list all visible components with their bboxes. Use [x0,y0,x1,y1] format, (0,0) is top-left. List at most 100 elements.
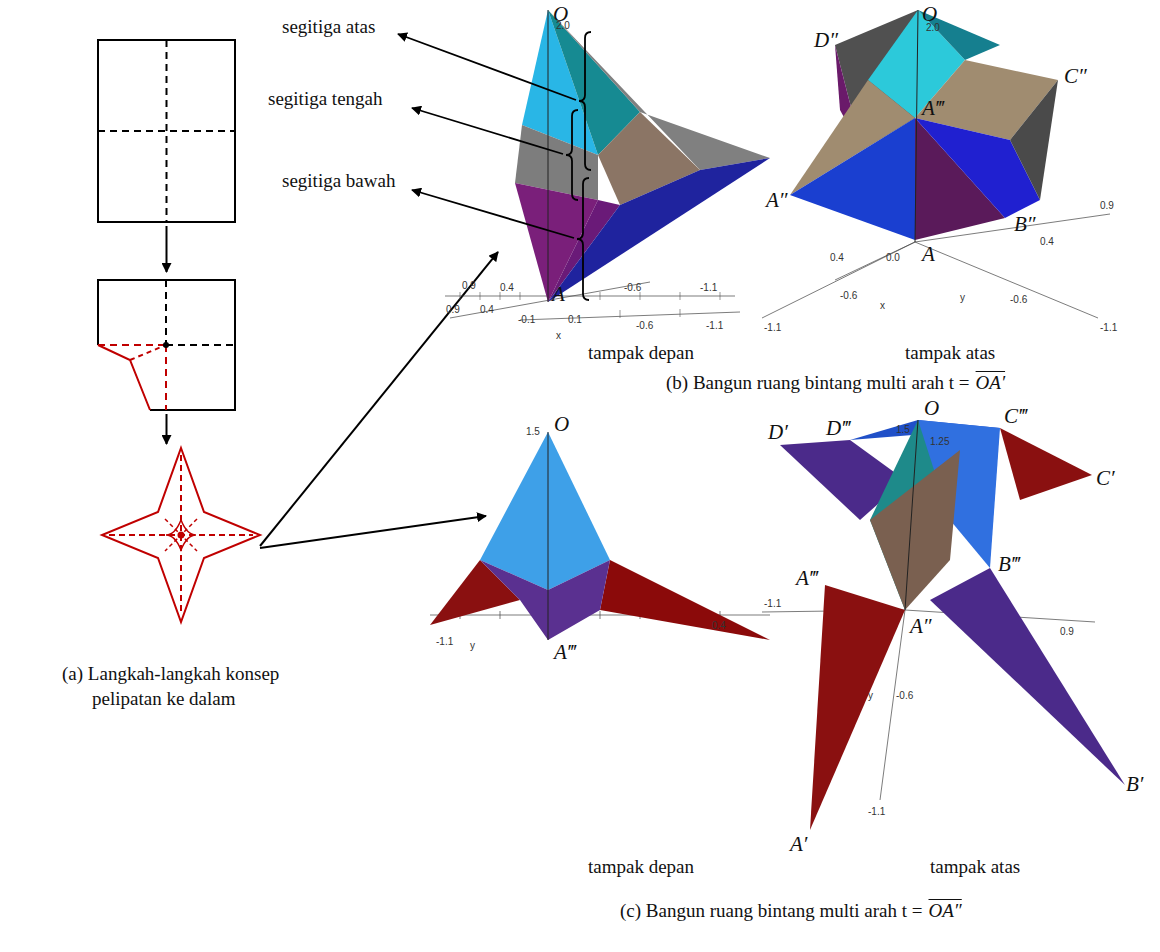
folding-steps [98,40,498,622]
star-solid-front-b-part-part [680,292,681,300]
star-solid-front-c-part-part [600,611,601,619]
star-solid-top-b-part-part [762,242,915,318]
folding-steps-part [165,519,197,551]
folding-steps-part [166,414,168,444]
folding-steps-part [163,342,169,348]
star-solid-front-b-part-part [460,292,461,300]
star-solid-front-b-part [566,32,591,300]
tick-label: -0.6 [624,282,641,293]
star-solid-front-b-part-part [720,292,721,300]
tick-label: -0.6 [840,290,857,301]
tick-label: y [868,690,873,701]
tick-label: 0.1 [568,314,582,325]
segment-name: OA″ [929,900,962,921]
folding-steps-part [260,516,486,548]
segment-name: OA′ [976,372,1005,393]
folding-steps-part [98,130,235,132]
tick-label: 0.4 [1040,236,1054,247]
tick-label: 0.9 [1060,626,1074,637]
tick-label: 0.9 [1100,200,1114,211]
star-solid-top-b [762,10,1110,318]
point-label: C″ [1064,64,1087,89]
star-solid-front-b-part-part [412,108,563,154]
star-solid-front-c-part-part [500,611,501,619]
star-solid-front-b-part-part [445,296,735,297]
point-label: A [552,282,565,307]
view-label: tampak depan [588,342,694,364]
tick-label: y [960,292,965,303]
tick-label: 1.25 [930,436,949,447]
tick-label: -1.1 [706,320,723,331]
star-solid-front-c-part [430,560,520,625]
point-label: C′ [1096,466,1115,491]
star-solid-top-c-part [930,568,1125,785]
star-solid-front-b-part [445,282,740,320]
point-label: D′ [768,420,788,445]
star-solid-front-c-part [480,432,610,590]
tick-label: 2.0 [926,22,940,33]
point-label: D‴ [826,416,850,441]
star-solid-top-b-part [1010,80,1058,200]
folding-steps-part [165,280,167,345]
star-solid-front-b-part [548,10,549,302]
star-solid-front-b-part-part [579,32,591,170]
view-label: segitiga tengah [268,88,383,110]
view-label: tampak atas [905,342,995,364]
star-solid-front-b-part-part [600,292,601,300]
tick-label: 0.4 [712,620,726,631]
star-solid-front-b-part-part [640,292,641,300]
point-label: B′ [1126,772,1143,797]
point-label: O [554,412,569,437]
figure-caption: (b) Bangun ruang bintang multi arah t =O… [666,372,1005,394]
figure-caption: (c) Bangun ruang bintang multi arah t =O… [620,900,962,922]
tick-label: 2.0 [556,20,570,31]
view-label: tampak atas [930,856,1020,878]
tick-label: -1.1 [764,598,781,609]
star-solid-front-b-part-part [566,110,578,200]
tick-label: -1.1 [764,322,781,333]
star-solid-front-b-part-part [620,310,621,318]
folding-steps-part [166,344,235,346]
tick-label: 0.9 [446,304,460,315]
tick-label: -1.1 [700,282,717,293]
tick-label: -1.1 [868,806,885,817]
point-label: A″ [910,614,932,639]
point-label: A‴ [796,566,818,591]
tick-label: -1.1 [1100,322,1117,333]
tick-label: 0.9 [462,280,476,291]
point-label: A″ [766,188,788,213]
tick-label: -0.6 [636,320,653,331]
point-label: D″ [814,28,838,53]
figure-caption: (a) Langkah-langkah konsep pelipatan ke … [62,662,342,711]
point-label: O [924,396,939,421]
tick-label: x [556,330,561,341]
star-solid-top-c-part [905,420,918,610]
folding-steps-part [165,345,167,410]
view-label: tampak depan [588,856,694,878]
folding-steps-part [98,344,166,346]
tick-label: 0.4 [480,304,494,315]
star-solid-top-c-part [810,585,905,830]
tick-label: -1.1 [436,636,453,647]
star-solid-top-b-part-part [915,242,1098,318]
star-solid-top-c-part [870,450,960,610]
tick-label: 0.0 [886,252,900,263]
folding-steps-part [178,532,185,539]
folding-steps-part [130,345,166,360]
folding-steps-part [166,520,196,550]
point-label: B″ [1014,212,1036,237]
star-solid-front-b-part-part [398,34,576,100]
tick-label: 0.4 [830,252,844,263]
folding-steps-part [98,40,235,222]
star-solid-front-b-part-part [520,312,740,320]
star-solid-top-b-part [790,118,915,240]
point-label: A‴ [922,96,944,121]
star-solid-front-c-part [548,432,549,640]
star-solid-top-b-part-part [835,242,915,280]
view-label: segitiga bawah [282,170,395,192]
point-label: B‴ [998,552,1020,577]
star-solid-front-b-part-part [500,292,501,300]
star-solid-top-c-part [1000,428,1092,500]
folding-steps-part [102,448,260,622]
